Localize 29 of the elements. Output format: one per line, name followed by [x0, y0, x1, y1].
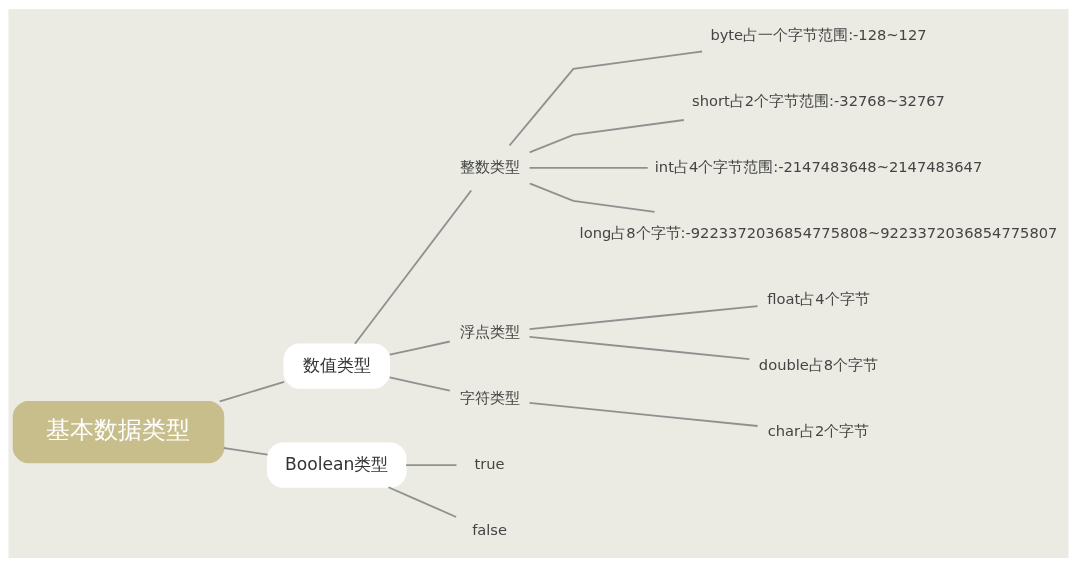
node-text: long占8个字节:-9223372036854775808~9223372036854775807 [579, 223, 1058, 241]
node-text: 整数类型 [459, 157, 520, 175]
node-text: float占4个字节 [767, 289, 870, 307]
connector [528, 182, 656, 213]
node-text: char占2个字节 [767, 421, 870, 439]
node-box: 数值类型 [283, 342, 390, 389]
connector [354, 189, 473, 345]
connector [528, 304, 759, 330]
connector [222, 446, 269, 456]
connector [528, 166, 649, 169]
node-text: double占8个字节 [758, 355, 879, 373]
connector [388, 340, 451, 356]
node-text: int占4个字节范围:-2147483648~2147483647 [654, 157, 983, 175]
connector [528, 401, 759, 427]
node-text: 浮点类型 [459, 322, 520, 340]
node-text: short占2个字节范围:-32768~32767 [692, 91, 945, 109]
connector [528, 118, 685, 153]
connector [528, 335, 751, 360]
node-text: true [474, 454, 505, 472]
node-text: false [472, 520, 508, 538]
connector [388, 375, 451, 391]
connector [387, 485, 458, 518]
connector [218, 380, 285, 402]
node-box: 基本数据类型 [12, 400, 225, 463]
node-text: 字符类型 [459, 388, 520, 406]
node-box: Boolean类型 [267, 441, 407, 488]
connector [405, 463, 458, 466]
connector [508, 50, 703, 146]
node-text: byte占一个字节范围:-128~127 [710, 25, 927, 43]
